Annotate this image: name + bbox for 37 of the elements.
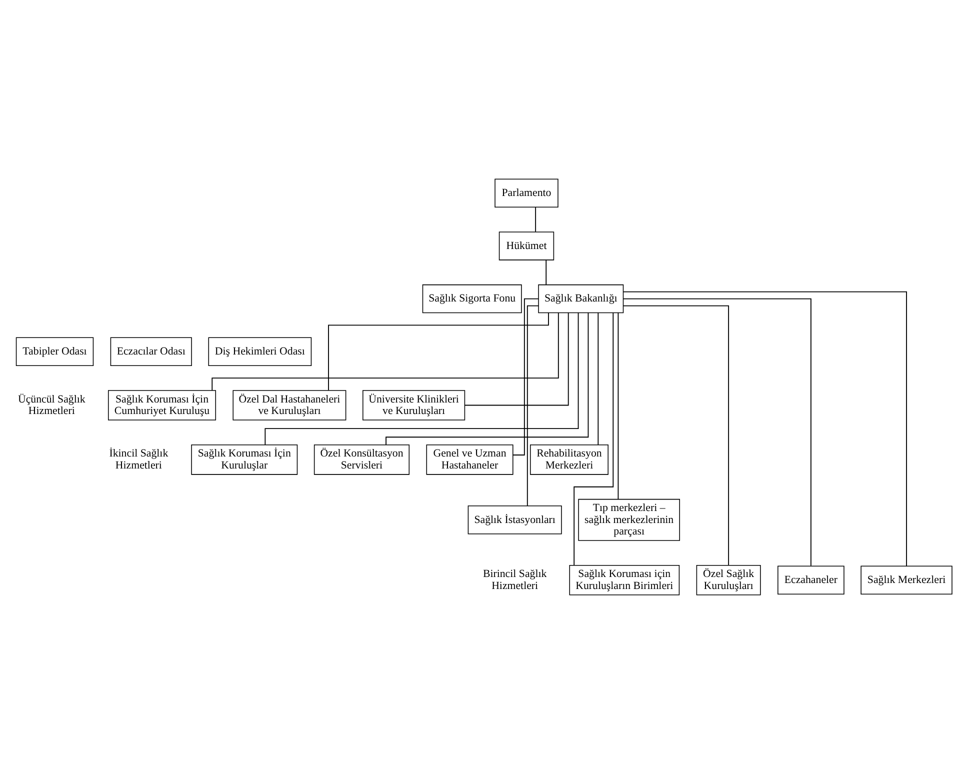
node-box: Hükümet: [498, 232, 554, 260]
connector: [623, 291, 907, 566]
node-box: Özel Sağlık Kuruluşları: [696, 564, 761, 596]
node-box: Rehabilitasyon Merkezleri: [530, 444, 608, 475]
connector: [526, 305, 539, 506]
node-box: Eczacılar Odası: [110, 337, 192, 366]
node-box: Özel Konsültasyon Servisleri: [314, 444, 410, 475]
label: Üçüncül Sağlık Hizmetleri: [18, 393, 86, 417]
node-box: Üniversite Klinikleri ve Kuruluşları: [362, 390, 466, 420]
connector: [535, 206, 536, 232]
label: Birincil Sağlık Hizmetleri: [482, 568, 547, 592]
connector: [264, 312, 579, 446]
connector: [618, 312, 619, 500]
node-box: Özel Dal Hastahaneleri ve Kuruluşları: [232, 390, 346, 420]
node-box: Genel ve Uzman Hastahaneler: [426, 444, 514, 475]
connector: [512, 298, 539, 456]
node-box: Sağlık İstasyonları: [468, 506, 562, 534]
node-box: Tabipler Odası: [16, 337, 94, 366]
connector: [622, 305, 730, 566]
connector: [598, 312, 599, 446]
connector: [386, 312, 589, 446]
label: İkincil Sağlık Hizmetleri: [109, 448, 168, 472]
connector: [574, 312, 614, 566]
node-box: Sağlık Koruması için Kuruluşların Birimleri: [569, 564, 680, 596]
connector: [546, 260, 547, 286]
node-box: Sağlık Koruması İçin Cumhuriyet Kuruluşu: [108, 390, 216, 420]
connector: [464, 312, 569, 406]
node-box: Eczahaneler: [778, 566, 844, 594]
connector: [622, 298, 812, 566]
node-box: Sağlık Sigorta Fonu: [422, 284, 522, 314]
node-box: Tıp merkezleri – sağlık merkezlerinin parçası: [578, 498, 680, 541]
node-box: Sağlık Bakanlığı: [538, 284, 624, 314]
connector: [328, 312, 549, 391]
node-box: Sağlık Merkezleri: [860, 566, 952, 594]
node-box: Parlamento: [494, 178, 558, 208]
node-box: Diş Hekimleri Odası: [208, 337, 312, 366]
node-box: Sağlık Koruması İçin Kuruluşlar: [191, 444, 298, 475]
